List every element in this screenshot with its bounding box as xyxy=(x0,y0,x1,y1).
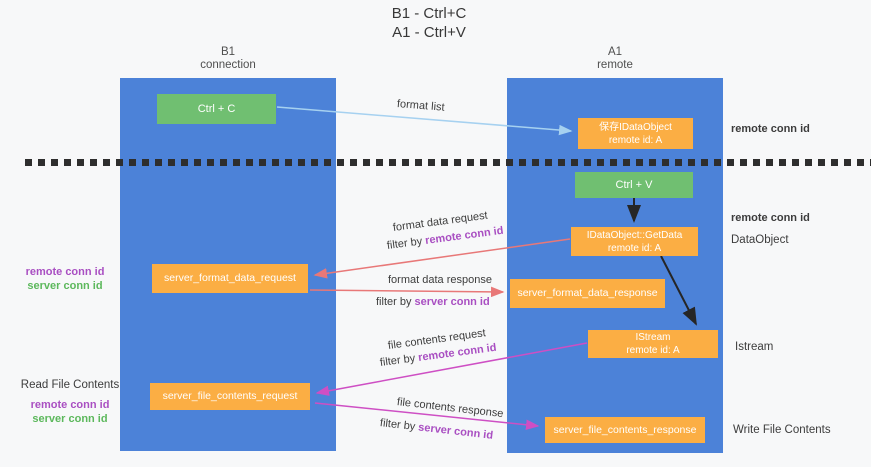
format-data-response-arrow xyxy=(309,286,505,298)
left-format-conn-ids: remote conn id server conn id xyxy=(24,265,106,293)
getdata-line1: IDataObject::GetData xyxy=(586,229,683,241)
server-conn-id-text: server conn id xyxy=(414,296,490,308)
server-file-contents-response-node: server_file_contents_response xyxy=(545,417,705,443)
istream-line1: IStream xyxy=(635,332,671,343)
istream-line2: remote id: A xyxy=(626,345,680,356)
filter-by-text: filter by xyxy=(376,296,415,308)
format-data-response-label: format data response xyxy=(388,274,492,286)
server-conn-id-annotation-left: server conn id xyxy=(27,280,103,292)
ctrl-c-label: Ctrl + C xyxy=(197,102,236,115)
remote-conn-id-annotation-mid: remote conn id xyxy=(731,212,810,224)
format-list-label: format list xyxy=(396,98,446,114)
server-format-data-response-label: server_format_data_response xyxy=(517,287,658,299)
ctrl-c-action: Ctrl + C xyxy=(157,94,276,124)
server-format-data-request-label: server_format_data_request xyxy=(164,272,296,284)
lifeline-b1-subtitle: connection xyxy=(200,59,256,71)
remote-conn-id-annotation-left: remote conn id xyxy=(25,266,105,278)
istream-annotation: Istream xyxy=(735,341,774,353)
server-conn-id-text: server conn id xyxy=(417,421,494,442)
filter-by-text: filter by xyxy=(379,352,419,369)
filter-by-text: filter by xyxy=(379,417,419,434)
server-file-contents-request-node: server_file_contents_request xyxy=(150,383,310,410)
file-contents-response-filter-label: filter by server conn id xyxy=(379,417,493,442)
lifeline-header-a1: A1 remote xyxy=(507,46,723,72)
read-file-contents-annotation: Read File Contents xyxy=(20,379,120,391)
server-conn-id-annotation-file: server conn id xyxy=(32,413,108,425)
phase-separator-dashed-line xyxy=(25,159,871,166)
server-format-data-response-node: server_format_data_response xyxy=(510,279,665,308)
getdata-line2: remote id: A xyxy=(607,242,662,254)
title-line-2: A1 - Ctrl+V xyxy=(392,24,466,41)
dataobject-annotation: DataObject xyxy=(731,234,789,246)
server-format-data-request-node: server_format_data_request xyxy=(152,264,308,293)
filter-by-text: filter by xyxy=(386,235,426,252)
title-line-1: B1 - Ctrl+C xyxy=(391,5,467,22)
lifeline-a1-subtitle: remote xyxy=(597,59,633,71)
ctrl-v-action: Ctrl + V xyxy=(575,172,693,198)
format-data-response-filter-label: filter by server conn id xyxy=(376,296,490,308)
left-file-conn-ids: Read File Contents remote conn id server… xyxy=(20,378,120,426)
write-file-contents-annotation: Write File Contents xyxy=(733,424,831,436)
lifeline-header-b1: B1 connection xyxy=(120,46,336,72)
file-contents-response-label: file contents response xyxy=(396,396,505,421)
istream-node: IStream remote id: A xyxy=(588,330,718,358)
lifeline-a1-name: A1 xyxy=(607,46,623,58)
ctrl-v-label: Ctrl + V xyxy=(615,178,653,191)
server-file-contents-response-label: server_file_contents_response xyxy=(553,423,697,436)
lifeline-b1-name: B1 xyxy=(220,46,236,58)
server-file-contents-request-label: server_file_contents_request xyxy=(162,390,298,402)
diagram-title: B1 - Ctrl+C A1 - Ctrl+V xyxy=(329,4,529,42)
save-idataobject-node: 保存IDataObject remote id: A xyxy=(578,118,693,149)
idataobject-getdata-node: IDataObject::GetData remote id: A xyxy=(571,227,698,256)
remote-conn-id-annotation-file: remote conn id xyxy=(30,399,110,411)
save-idataobject-line1: 保存IDataObject xyxy=(599,121,672,133)
remote-conn-id-annotation-top: remote conn id xyxy=(731,123,810,135)
save-idataobject-line2: remote id: A xyxy=(608,134,663,146)
